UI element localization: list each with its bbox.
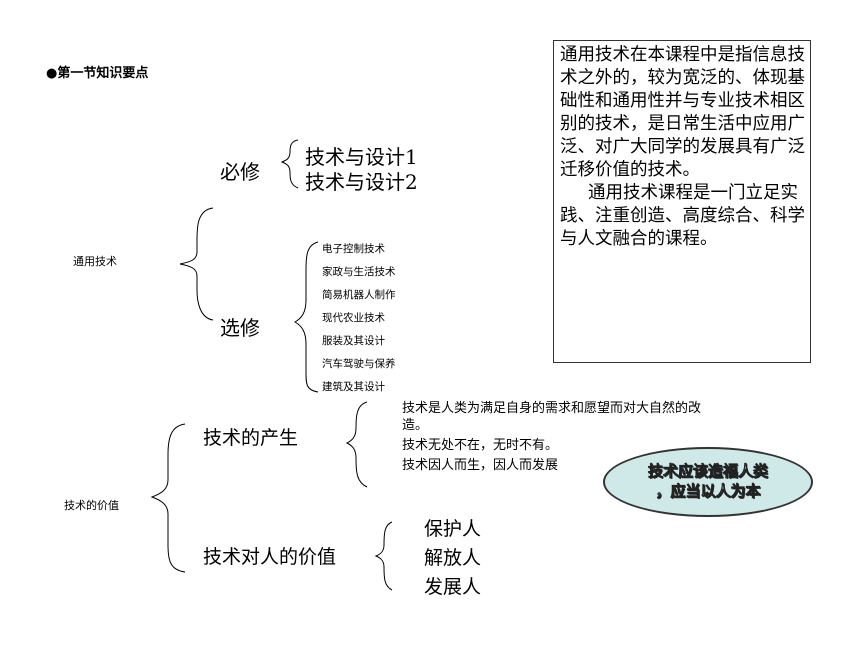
brace-required xyxy=(280,139,299,189)
brace-general-tech xyxy=(179,207,214,321)
origin-line-1: 技术是人类为满足自身的需求和愿望而对大自然的改 xyxy=(402,401,702,416)
origin-line-3: 技术无处不在，无时不有。 xyxy=(402,438,559,453)
elective-item-3: 简易机器人制作 xyxy=(322,289,396,301)
definition-text-box: 通用技术在本课程中是指信息技术之外的，较为宽泛的、体现基础性和通用性并与专业技术… xyxy=(553,40,811,363)
value-item-liberate: 解放人 xyxy=(424,547,482,569)
root-tech-value: 技术的价值 xyxy=(64,499,119,512)
label-value-to-people: 技术对人的价值 xyxy=(203,546,337,568)
root-general-tech: 通用技术 xyxy=(73,255,117,268)
elective-item-5: 服装及其设计 xyxy=(322,335,385,347)
brace-elective xyxy=(293,241,319,393)
required-item-1: 技术与设计1 xyxy=(305,145,418,169)
origin-line-4: 技术因人而生，因人而发展 xyxy=(402,458,559,473)
brace-tech-value xyxy=(150,423,186,573)
course-paragraph: 通用技术课程是一门立足实践、注重创造、高度综合、科学与人文融合的课程。 xyxy=(560,183,805,249)
label-elective: 选修 xyxy=(220,316,260,340)
callout-ellipse: 技术应该造福人类 ，应当以人为本 xyxy=(603,447,813,517)
value-item-develop: 发展人 xyxy=(424,576,482,598)
elective-item-6: 汽车驾驶与保养 xyxy=(322,358,396,370)
value-item-protect: 保护人 xyxy=(424,518,482,540)
section-heading: ●第一节知识要点 xyxy=(46,66,149,81)
elective-item-2: 家政与生活技术 xyxy=(322,266,396,278)
callout-line-2: ，应当以人为本 xyxy=(655,482,761,501)
callout-line-1: 技术应该造福人类 xyxy=(647,462,769,481)
elective-item-4: 现代农业技术 xyxy=(322,312,385,324)
origin-line-2: 造。 xyxy=(402,418,429,433)
label-tech-origin: 技术的产生 xyxy=(203,427,299,449)
brace-value xyxy=(374,521,393,591)
required-item-2: 技术与设计2 xyxy=(305,170,418,194)
brace-origin xyxy=(345,401,368,488)
definition-paragraph: 通用技术在本课程中是指信息技术之外的，较为宽泛的、体现基础性和通用性并与专业技术… xyxy=(560,45,805,180)
elective-item-7: 建筑及其设计 xyxy=(322,381,385,393)
label-required: 必修 xyxy=(220,160,260,184)
elective-item-1: 电子控制技术 xyxy=(322,243,385,255)
